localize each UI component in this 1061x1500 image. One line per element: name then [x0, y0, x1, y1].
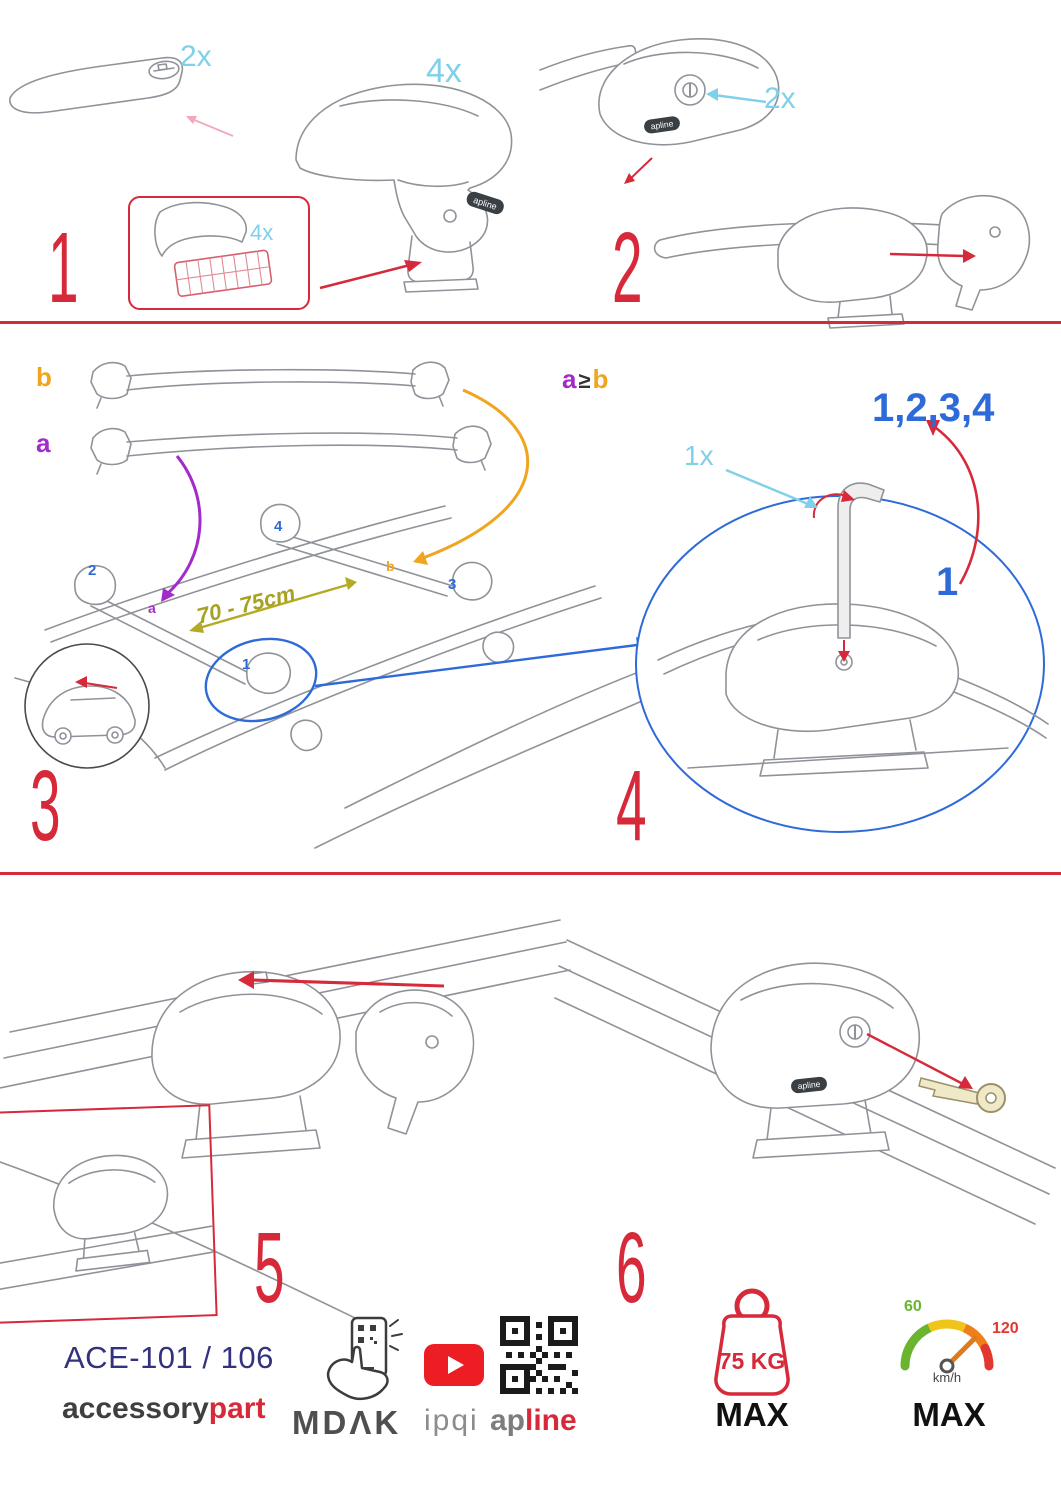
- youtube-icon: [424, 1344, 484, 1386]
- step6-illustration: apline: [554, 939, 1056, 1225]
- distance-arrow: [189, 577, 357, 633]
- foot-with-lock: apline: [710, 962, 921, 1159]
- red-arrow-slide: [238, 971, 445, 989]
- red-sequence-arrow: [926, 420, 980, 585]
- bar-b-label: b: [36, 362, 52, 392]
- max-weight-value: 75 KG: [718, 1348, 786, 1374]
- step5-illustration: [0, 919, 571, 1331]
- lock-quantity-label: 2x: [764, 82, 796, 115]
- mdak-logo: MDΛK: [292, 1404, 402, 1441]
- brand-red-part: part: [208, 1392, 266, 1425]
- max-weight-label: MAX: [715, 1396, 789, 1433]
- car-direction-inset: [24, 643, 150, 769]
- cyan-arrow-tool: [725, 468, 818, 508]
- position-4: 4: [274, 518, 283, 535]
- position-1: 1: [242, 656, 251, 673]
- roof-view: [14, 503, 650, 849]
- speed-unit-label: km/h: [932, 1370, 962, 1385]
- position-3: 3: [448, 576, 457, 593]
- foot-illustration: apline: [295, 83, 513, 293]
- speed-high-label: 120: [992, 1320, 1019, 1337]
- pad-detail-drawing: [154, 201, 273, 297]
- brand-logo: accessorypart: [62, 1392, 265, 1426]
- max-weight-icon: [714, 1288, 790, 1396]
- model-number: ACE-101 / 106: [64, 1340, 274, 1375]
- apline-gray-part: ap: [490, 1404, 526, 1437]
- rule-b: b: [592, 364, 609, 394]
- pad-quantity-label: 4x: [250, 220, 274, 245]
- highlight-circle-foot1: [204, 637, 318, 723]
- section-divider-2: [0, 872, 1061, 875]
- red-arrow-cover: [889, 249, 976, 263]
- step5-number: 5: [254, 1212, 285, 1324]
- foot-brand-label: apline: [650, 118, 674, 131]
- foot-on-rail: [151, 970, 341, 1159]
- crossbar-b: [90, 361, 450, 409]
- foot-quantity-label: 4x: [426, 52, 462, 90]
- roof-b-label: b: [386, 558, 395, 574]
- position-2: 2: [88, 562, 97, 579]
- key-illustration: [918, 1077, 1006, 1113]
- step1-illustration: apline: [9, 56, 513, 293]
- phone-scan-icon: [326, 1316, 403, 1400]
- foot-brand-patch: apline: [644, 116, 680, 134]
- ipqi-logo: ipqi: [424, 1404, 479, 1437]
- step2-number: 2: [612, 212, 643, 324]
- red-arrow-pads-to-foot: [319, 260, 422, 290]
- bar-with-foot: [653, 207, 961, 329]
- pink-arrow: [186, 116, 234, 137]
- step4-illustration: [635, 420, 1049, 833]
- step1-number: 1: [48, 212, 79, 324]
- step6-number: 6: [616, 1212, 647, 1324]
- speed-low-label: 60: [904, 1298, 922, 1315]
- max-speed-label: MAX: [912, 1396, 986, 1433]
- brand-gray-part: accessory: [62, 1392, 209, 1425]
- speedometer-icon: [900, 1319, 994, 1374]
- step2-illustration: apline: [539, 38, 1031, 329]
- roof-a-label: a: [148, 600, 156, 616]
- crossbar-side-view: [9, 56, 184, 114]
- cover-piece: [936, 194, 1031, 311]
- crossbar-a: [90, 425, 492, 475]
- red-arrow-key: [866, 1032, 973, 1089]
- tighten-order-label: 1,2,3,4: [872, 386, 995, 430]
- purple-arrow-a: [161, 455, 202, 602]
- assembled-foot-drawing: [0, 1154, 214, 1291]
- orange-arrow-b: [413, 388, 530, 565]
- foot-brand-patch: apline: [791, 1076, 827, 1094]
- apline-logo: apline: [490, 1404, 577, 1438]
- step4-number: 4: [616, 750, 647, 862]
- step-one-label: 1: [936, 560, 959, 604]
- blue-arrow-zoom: [314, 637, 649, 688]
- tool-quantity-label: 1x: [684, 440, 714, 471]
- rule-a: a: [562, 364, 577, 394]
- assembled-foot-inset: [0, 1104, 218, 1324]
- cyan-arrow-lock: [706, 88, 767, 104]
- cover-piece: [355, 989, 475, 1135]
- bar-quantity-label: 2x: [180, 40, 212, 73]
- red-turn-arrow: [812, 490, 855, 662]
- foot-with-lock: apline: [598, 38, 780, 184]
- rule-a-ge-b: a ≥ b: [562, 364, 608, 395]
- step3-illustration: [14, 361, 650, 849]
- foot-brand-patch: apline: [466, 191, 504, 215]
- bar-a-label: a: [36, 428, 51, 458]
- qr-code: [500, 1316, 578, 1394]
- section-divider-1: [0, 321, 1061, 324]
- pad-detail-inset: 4x: [128, 196, 310, 310]
- foot-brand-label: apline: [797, 1079, 821, 1091]
- rule-operator: ≥: [578, 368, 591, 393]
- step3-number: 3: [30, 750, 61, 862]
- apline-red-part: line: [525, 1404, 577, 1437]
